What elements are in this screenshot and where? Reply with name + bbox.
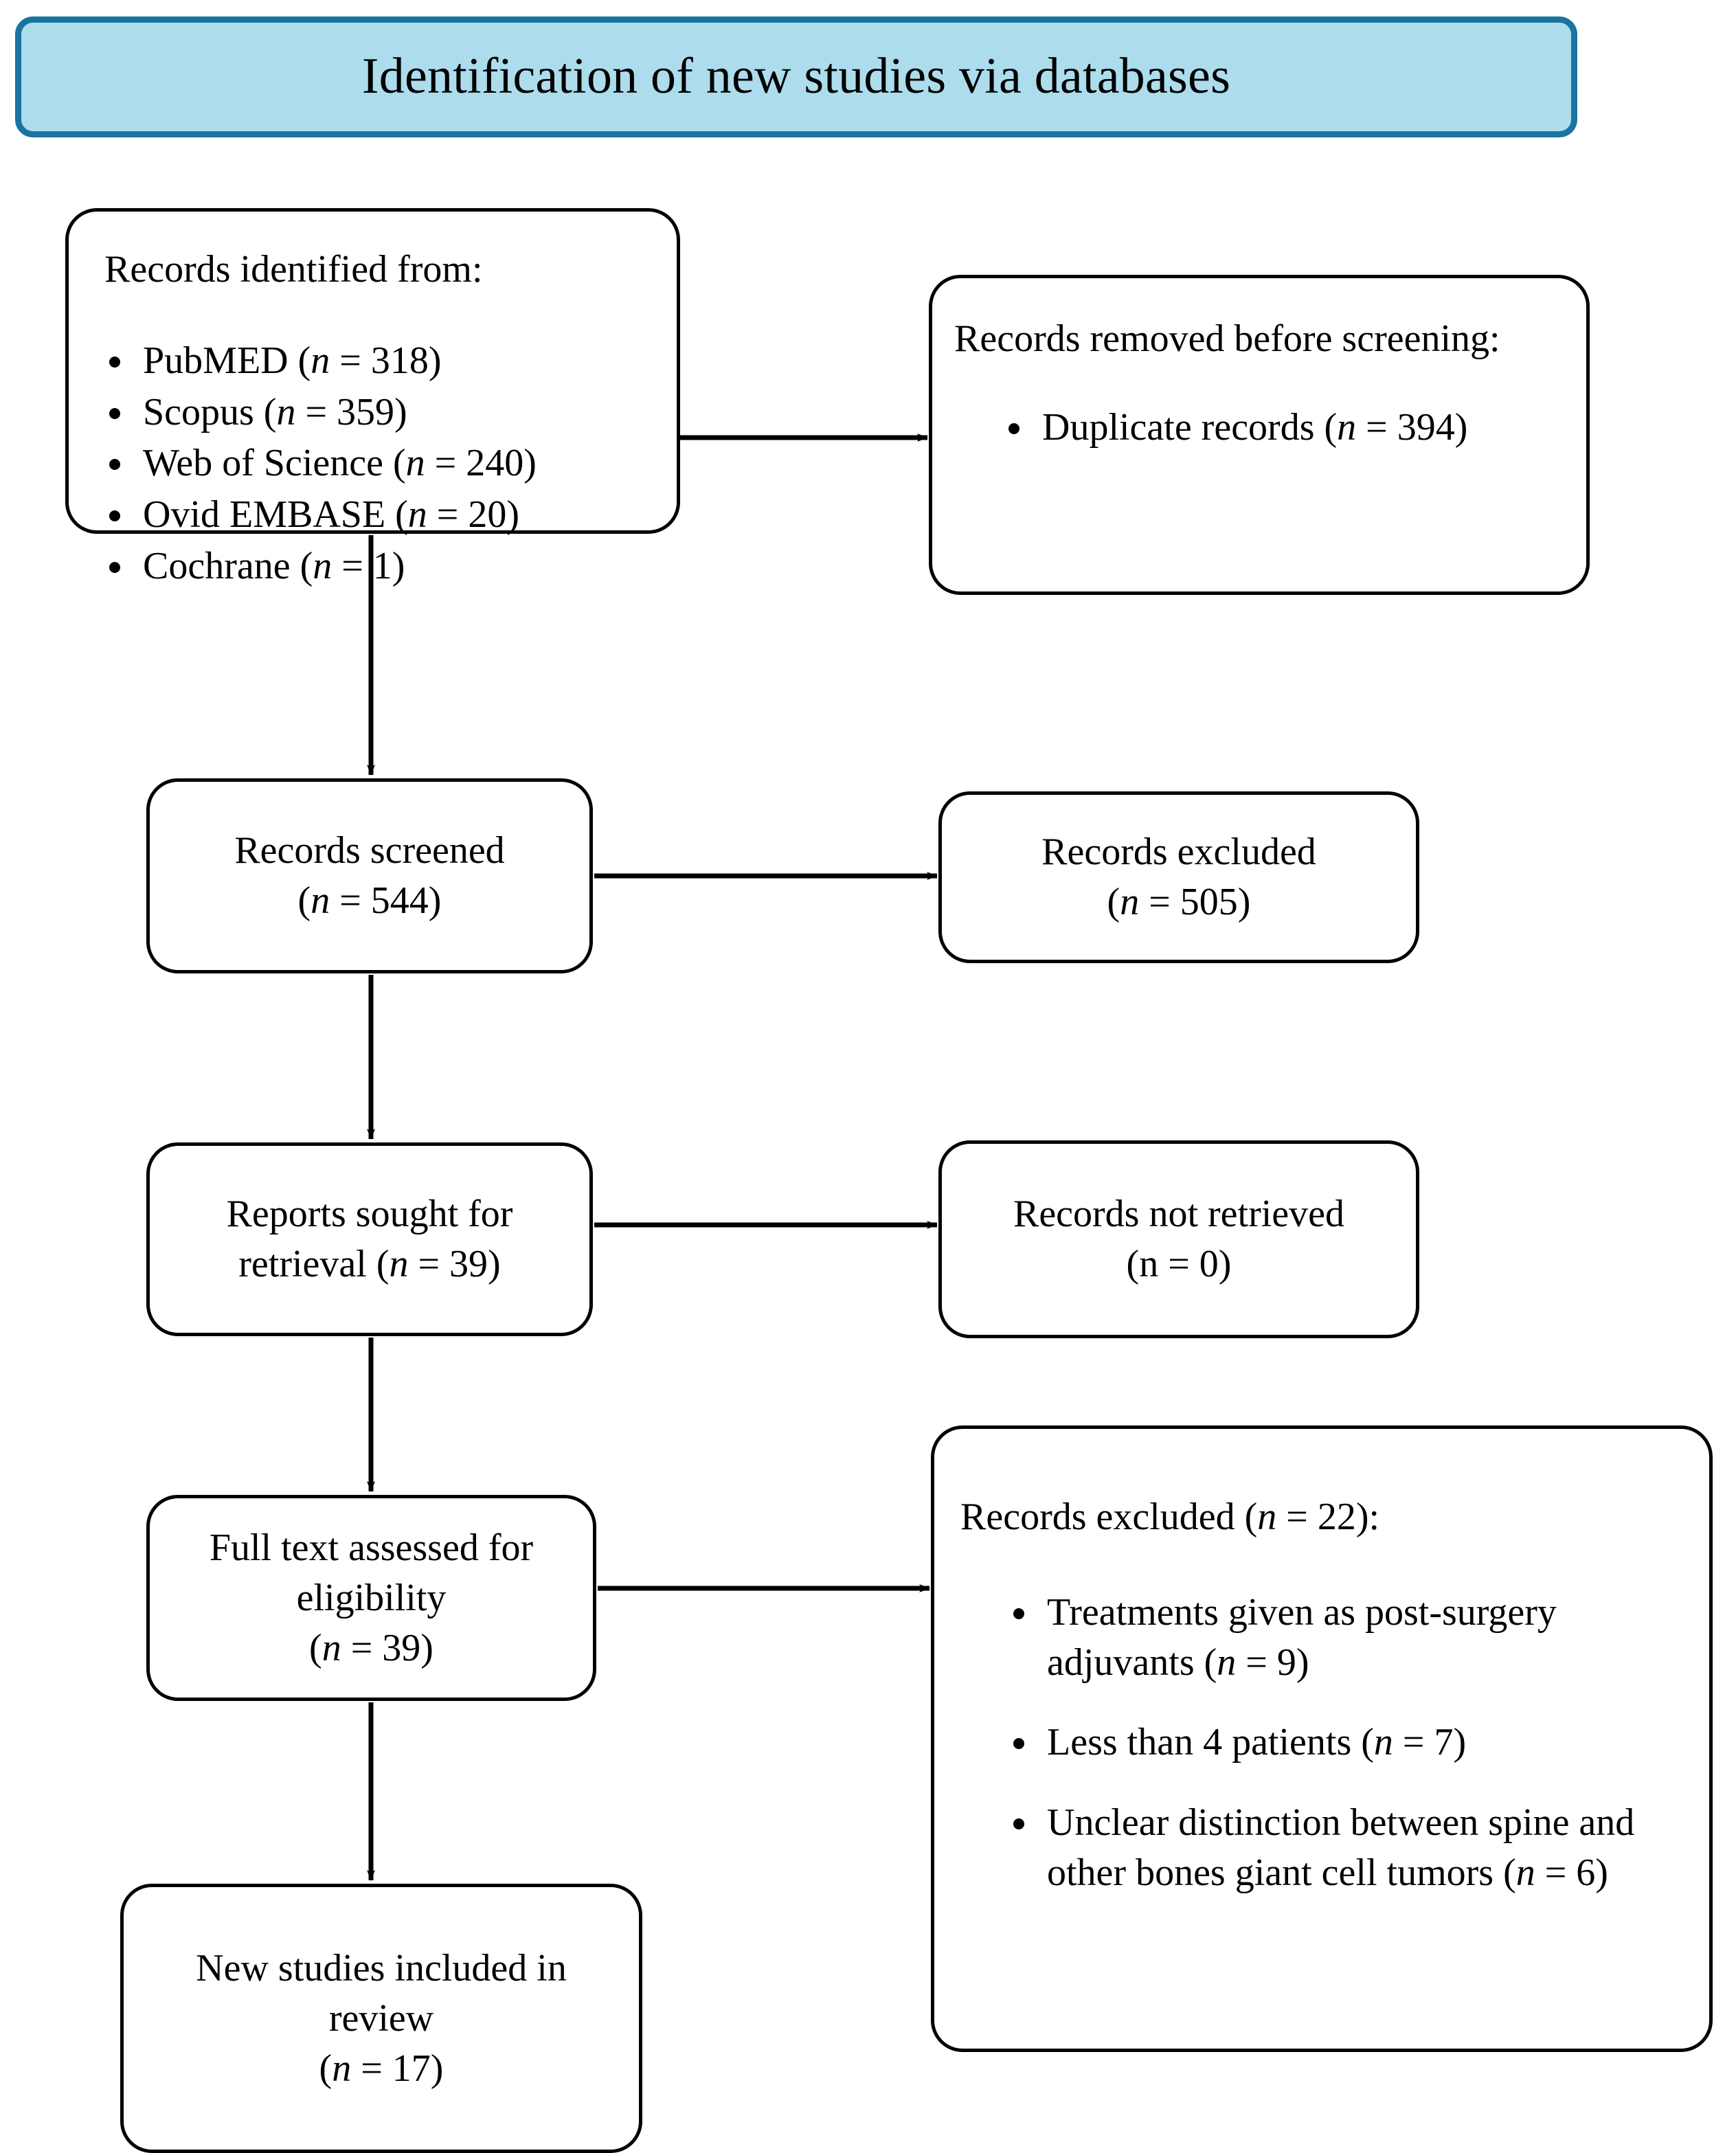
banner-title: Identification of new studies via databa… bbox=[361, 48, 1231, 105]
records-excluded-fulltext-list: Treatments given as post-surgery adjuvan… bbox=[951, 1588, 1693, 1898]
n-symbol: n bbox=[1373, 1721, 1393, 1764]
n-symbol: n bbox=[332, 2047, 352, 2090]
n-symbol: n bbox=[389, 1243, 409, 1285]
included-line-1: New studies included in bbox=[196, 1946, 567, 1989]
fulltext-line-2: eligibility bbox=[296, 1576, 447, 1619]
box-reports-sought-content: Reports sought for retrieval (n = 39) bbox=[150, 1189, 589, 1289]
count-value: = 544) bbox=[330, 879, 442, 922]
records-screened-label: Records screened bbox=[234, 829, 505, 872]
box-records-screened: Records screened (n = 544) bbox=[146, 778, 593, 973]
box-records-removed-content: Records removed before screening: Duplic… bbox=[932, 314, 1586, 453]
identification-banner: Identification of new studies via databa… bbox=[15, 16, 1577, 137]
records-removed-lead: Records removed before screening: bbox=[954, 317, 1500, 360]
box-records-excluded-screening-content: Records excluded (n = 505) bbox=[942, 827, 1416, 927]
included-count: (n = 17) bbox=[140, 2043, 622, 2093]
n-symbol: n bbox=[276, 390, 296, 433]
box-records-identified: Records identified from: PubMED (n = 318… bbox=[65, 208, 680, 587]
box-reports-sought: Reports sought for retrieval (n = 39) bbox=[146, 1142, 593, 1336]
n-symbol: n bbox=[311, 339, 330, 382]
n-symbol: n bbox=[313, 544, 332, 587]
records-excluded-fulltext-lead: Records excluded (n = 22): bbox=[951, 1492, 1693, 1542]
lead-suffix: = 22): bbox=[1276, 1496, 1380, 1538]
n-symbol: n bbox=[1337, 405, 1357, 449]
reason-label: Less than 4 patients ( bbox=[1047, 1721, 1374, 1764]
source-count: = 240) bbox=[425, 442, 537, 485]
box-records-identified-content: Records identified from: PubMED (n = 318… bbox=[69, 245, 677, 591]
reason-count: = 394) bbox=[1356, 405, 1468, 449]
source-count: = 359) bbox=[295, 390, 407, 433]
box-records-screened-content: Records screened (n = 544) bbox=[150, 826, 589, 926]
records-screened-count: (n = 544) bbox=[166, 876, 573, 926]
box-records-excluded-fulltext: Records excluded (n = 22): Treatments gi… bbox=[931, 1425, 1713, 2052]
count-value: = 505) bbox=[1139, 881, 1251, 923]
records-excluded-label: Records excluded bbox=[1041, 831, 1316, 874]
n-symbol: n bbox=[311, 879, 330, 922]
box-records-excluded-fulltext-content: Records excluded (n = 22): Treatments gi… bbox=[934, 1492, 1709, 1898]
count-value: = 39) bbox=[408, 1243, 501, 1285]
reports-sought-count: retrieval (n = 39) bbox=[166, 1239, 573, 1289]
n-symbol: n bbox=[407, 493, 427, 537]
fulltext-line-1: Full text assessed for bbox=[209, 1526, 534, 1569]
included-line-2: review bbox=[328, 1996, 434, 2040]
reason-label: Unclear distinction between spine and ot… bbox=[1047, 1801, 1635, 1894]
records-not-retrieved-count: (n = 0) bbox=[1126, 1243, 1232, 1285]
box-fulltext-assessed-content: Full text assessed for eligibility (n = … bbox=[150, 1523, 593, 1673]
reason-count: = 9) bbox=[1236, 1641, 1309, 1684]
n-symbol: n bbox=[1257, 1496, 1277, 1538]
list-item: Scopus (n = 359) bbox=[136, 387, 660, 438]
reason-label: Treatments given as post-surgery adjuvan… bbox=[1047, 1590, 1557, 1684]
source-label: Ovid EMBASE ( bbox=[143, 493, 408, 537]
records-excluded-count: (n = 505) bbox=[958, 877, 1399, 927]
lead-prefix: Records excluded ( bbox=[960, 1496, 1258, 1538]
paren-open: ( bbox=[1107, 881, 1120, 923]
paren-open: ( bbox=[297, 879, 311, 922]
n-symbol: n bbox=[1217, 1641, 1237, 1684]
records-not-retrieved-label: Records not retrieved bbox=[1013, 1193, 1345, 1236]
n-symbol: n bbox=[405, 442, 425, 485]
retrieval-label: retrieval ( bbox=[238, 1243, 390, 1285]
fulltext-count: (n = 39) bbox=[166, 1623, 576, 1673]
box-records-excluded-screening: Records excluded (n = 505) bbox=[938, 791, 1419, 963]
box-new-studies-included-content: New studies included in review (n = 17) bbox=[124, 1943, 639, 2093]
n-symbol: n bbox=[322, 1626, 341, 1669]
source-label: PubMED ( bbox=[143, 339, 311, 382]
records-removed-list: Duplicate records (n = 394) bbox=[949, 403, 1570, 453]
records-identified-list: PubMED (n = 318) Scopus (n = 359) Web of… bbox=[85, 336, 660, 591]
records-identified-lead: Records identified from: bbox=[104, 248, 483, 291]
list-item: Web of Science (n = 240) bbox=[136, 438, 660, 488]
source-label: Scopus ( bbox=[143, 390, 277, 433]
count-value: = 39) bbox=[341, 1626, 433, 1669]
box-records-not-retrieved: Records not retrieved (n = 0) bbox=[938, 1140, 1419, 1338]
paren-open: ( bbox=[319, 2047, 332, 2090]
list-item: Less than 4 patients (n = 7) bbox=[1040, 1717, 1693, 1768]
list-item: Treatments given as post-surgery adjuvan… bbox=[1040, 1588, 1693, 1688]
reason-label: Duplicate records ( bbox=[1042, 405, 1338, 449]
source-count: = 318) bbox=[330, 339, 442, 382]
reports-sought-label: Reports sought for bbox=[226, 1193, 513, 1236]
source-count: = 1) bbox=[332, 544, 405, 587]
list-item: Cochrane (n = 1) bbox=[136, 541, 660, 591]
source-label: Cochrane ( bbox=[143, 544, 313, 587]
n-symbol: n bbox=[1120, 881, 1140, 923]
list-item: Unclear distinction between spine and ot… bbox=[1040, 1798, 1693, 1898]
box-records-removed: Records removed before screening: Duplic… bbox=[929, 275, 1590, 595]
box-new-studies-included: New studies included in review (n = 17) bbox=[120, 1884, 642, 2153]
reason-count: = 7) bbox=[1393, 1721, 1467, 1764]
list-item: PubMED (n = 318) bbox=[136, 336, 660, 386]
list-item: Ovid EMBASE (n = 20) bbox=[136, 490, 660, 540]
box-fulltext-assessed: Full text assessed for eligibility (n = … bbox=[146, 1495, 596, 1701]
box-records-not-retrieved-content: Records not retrieved (n = 0) bbox=[942, 1189, 1416, 1289]
n-symbol: n bbox=[1515, 1851, 1535, 1894]
source-count: = 20) bbox=[427, 493, 520, 537]
count-value: = 17) bbox=[351, 2047, 444, 2090]
paren-open: ( bbox=[309, 1626, 322, 1669]
source-label: Web of Science ( bbox=[143, 442, 406, 485]
list-item: Duplicate records (n = 394) bbox=[1035, 403, 1570, 453]
reason-count: = 6) bbox=[1535, 1851, 1608, 1894]
